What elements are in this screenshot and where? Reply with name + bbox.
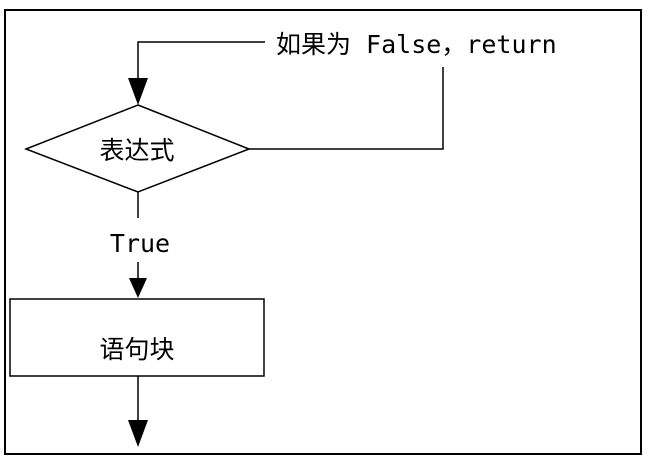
outer-frame <box>4 9 642 455</box>
arrow-into-block <box>129 278 147 298</box>
exit-arrow <box>128 420 148 447</box>
arrow-into-condition <box>128 78 148 105</box>
false-branch-line <box>249 67 444 150</box>
statement-block <box>9 298 265 377</box>
block-label: 语句块 <box>99 335 174 364</box>
condition-label: 表达式 <box>99 136 174 165</box>
false-branch-label: 如果为 False，return <box>276 30 557 59</box>
true-label: True <box>110 229 170 258</box>
loop-top-line <box>137 41 265 78</box>
